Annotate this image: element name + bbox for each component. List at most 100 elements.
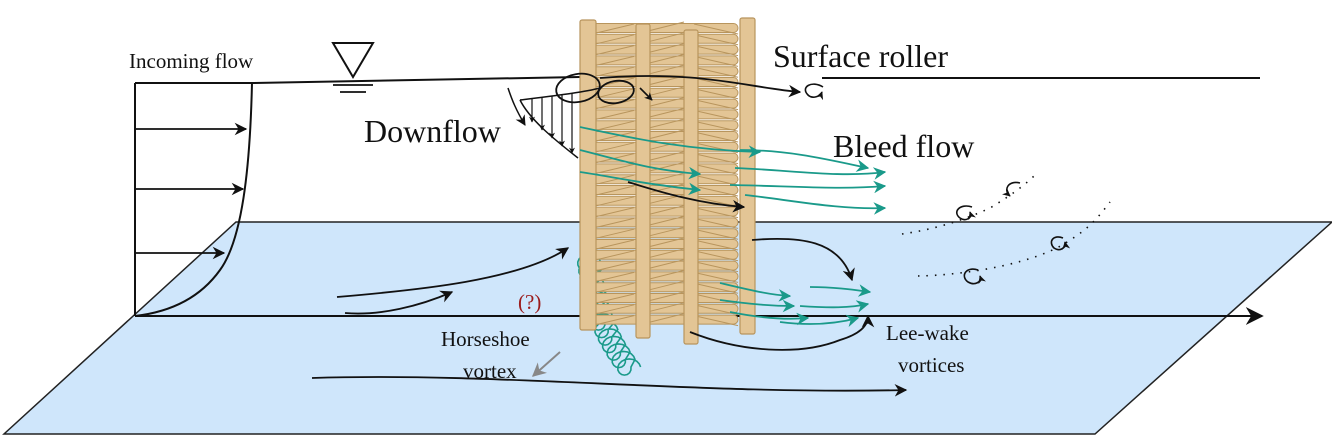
horseshoe-pointer-arrow (531, 351, 561, 377)
pile-log (589, 44, 739, 55)
pile-log-diagonal (643, 32, 685, 44)
pile-log-diagonal (591, 109, 635, 121)
pile-log (589, 131, 739, 141)
lee-wake-vortex-trails (901, 174, 1111, 285)
pile-post (739, 17, 756, 335)
pile-log-diagonal (693, 77, 739, 89)
pile-log-diagonal (643, 64, 685, 76)
pile-log-diagonal (643, 302, 685, 314)
pile-log-diagonal (693, 99, 739, 111)
pile-log-diagonal (643, 172, 685, 184)
pile-structure (579, 17, 756, 345)
surface-roller-label: Surface roller (773, 38, 948, 74)
pile-log-diagonal (643, 129, 685, 141)
pile-log-diagonal (693, 23, 739, 35)
pile-log (589, 55, 739, 66)
pile-log-diagonal (591, 99, 635, 111)
pile-log-diagonal (643, 313, 685, 325)
pile-log-diagonal (693, 174, 739, 186)
pile-log-diagonal (643, 97, 685, 109)
pile-log-diagonal (643, 118, 685, 130)
pile-log-diagonal (693, 163, 739, 175)
pile-log-diagonal (693, 271, 739, 283)
bottom-flow-arrow (311, 376, 908, 397)
pile-log (589, 239, 739, 249)
pile-log-diagonal (591, 293, 635, 305)
approach-arrow-2 (344, 290, 454, 315)
pile-log-diagonal (591, 207, 635, 219)
pile-log-diagonal (643, 21, 685, 33)
pile-log (589, 282, 739, 293)
pile-log-diagonal (693, 45, 739, 57)
pile-log (589, 260, 739, 271)
pile-log-diagonal (591, 23, 635, 35)
velocity-profile (134, 82, 253, 317)
bed-plane (2, 221, 1332, 435)
pile-log-diagonal (591, 315, 635, 327)
pile-log (589, 66, 739, 77)
pile-log (589, 303, 739, 314)
pile-log-diagonal (693, 304, 739, 316)
pile-log (589, 163, 739, 174)
pile-log-diagonal (643, 280, 685, 292)
pile-log-diagonal (591, 228, 635, 240)
bleed-flow-arrows (579, 126, 887, 215)
pile-log-diagonal (591, 120, 635, 132)
approach-arrow-1 (336, 247, 570, 298)
pile-log-diagonal (693, 34, 739, 46)
pile-log (589, 249, 739, 260)
pile-log-diagonal (643, 151, 685, 163)
pile-log-diagonal (591, 142, 635, 154)
horseshoe-label-line2: vortex (463, 359, 517, 383)
pile-log (589, 23, 739, 33)
pile-log-diagonal (643, 259, 685, 271)
pile-log-diagonal (693, 261, 739, 273)
pile-log-diagonal (643, 269, 685, 281)
pile-log-diagonal (693, 120, 739, 132)
pile-log (589, 109, 739, 120)
pile-log-diagonal (693, 131, 739, 143)
pile-log-diagonal (643, 107, 685, 119)
pile-log-diagonal (591, 34, 635, 46)
pile-log-diagonal (693, 207, 739, 219)
pile-log-diagonal (693, 109, 739, 121)
incoming-flow-label: Incoming flow (129, 49, 254, 73)
pile-log-diagonal (643, 43, 685, 55)
free-surface-line (251, 76, 581, 84)
pile-log-diagonal (591, 282, 635, 294)
pile-log-diagonal (643, 140, 685, 152)
pile-log-diagonal (643, 215, 685, 227)
pile-log-diagonal (693, 239, 739, 251)
pile-log-diagonal (643, 53, 685, 65)
water-level-icon (331, 42, 375, 93)
pile-log-diagonal (693, 293, 739, 305)
pile-log-diagonal (643, 237, 685, 249)
bleed-flow-label: Bleed flow (833, 128, 974, 164)
pile-log-diagonal (643, 183, 685, 195)
pile-log-diagonal (591, 131, 635, 143)
pile-log-diagonal (591, 304, 635, 316)
pile-log-diagonal (591, 250, 635, 262)
pile-log-diagonal (693, 315, 739, 327)
lower-bleed-arrows (719, 282, 872, 327)
pile-log-diagonal (693, 217, 739, 229)
pile-log (589, 120, 739, 131)
pile-log-diagonal (693, 250, 739, 262)
uncertainty-label: (?) (518, 290, 541, 314)
pile-log (589, 217, 739, 228)
pile-log-diagonal (591, 45, 635, 57)
pile-log-diagonal (693, 185, 739, 197)
pile-log-diagonal (643, 75, 685, 87)
leewake-label-line2: vortices (898, 353, 964, 377)
pile-log-diagonal (591, 174, 635, 186)
pile-log-diagonal (693, 282, 739, 294)
downflow-label: Downflow (364, 113, 501, 149)
pile-log-diagonal (693, 88, 739, 100)
pile-log-diagonal (591, 271, 635, 283)
pile-log-diagonal (643, 161, 685, 173)
pile-log-diagonal (591, 239, 635, 251)
pile-log-diagonal (591, 185, 635, 197)
pile-log-diagonal (591, 55, 635, 67)
pile-log (589, 206, 739, 217)
surface-roller-loops (555, 72, 824, 105)
